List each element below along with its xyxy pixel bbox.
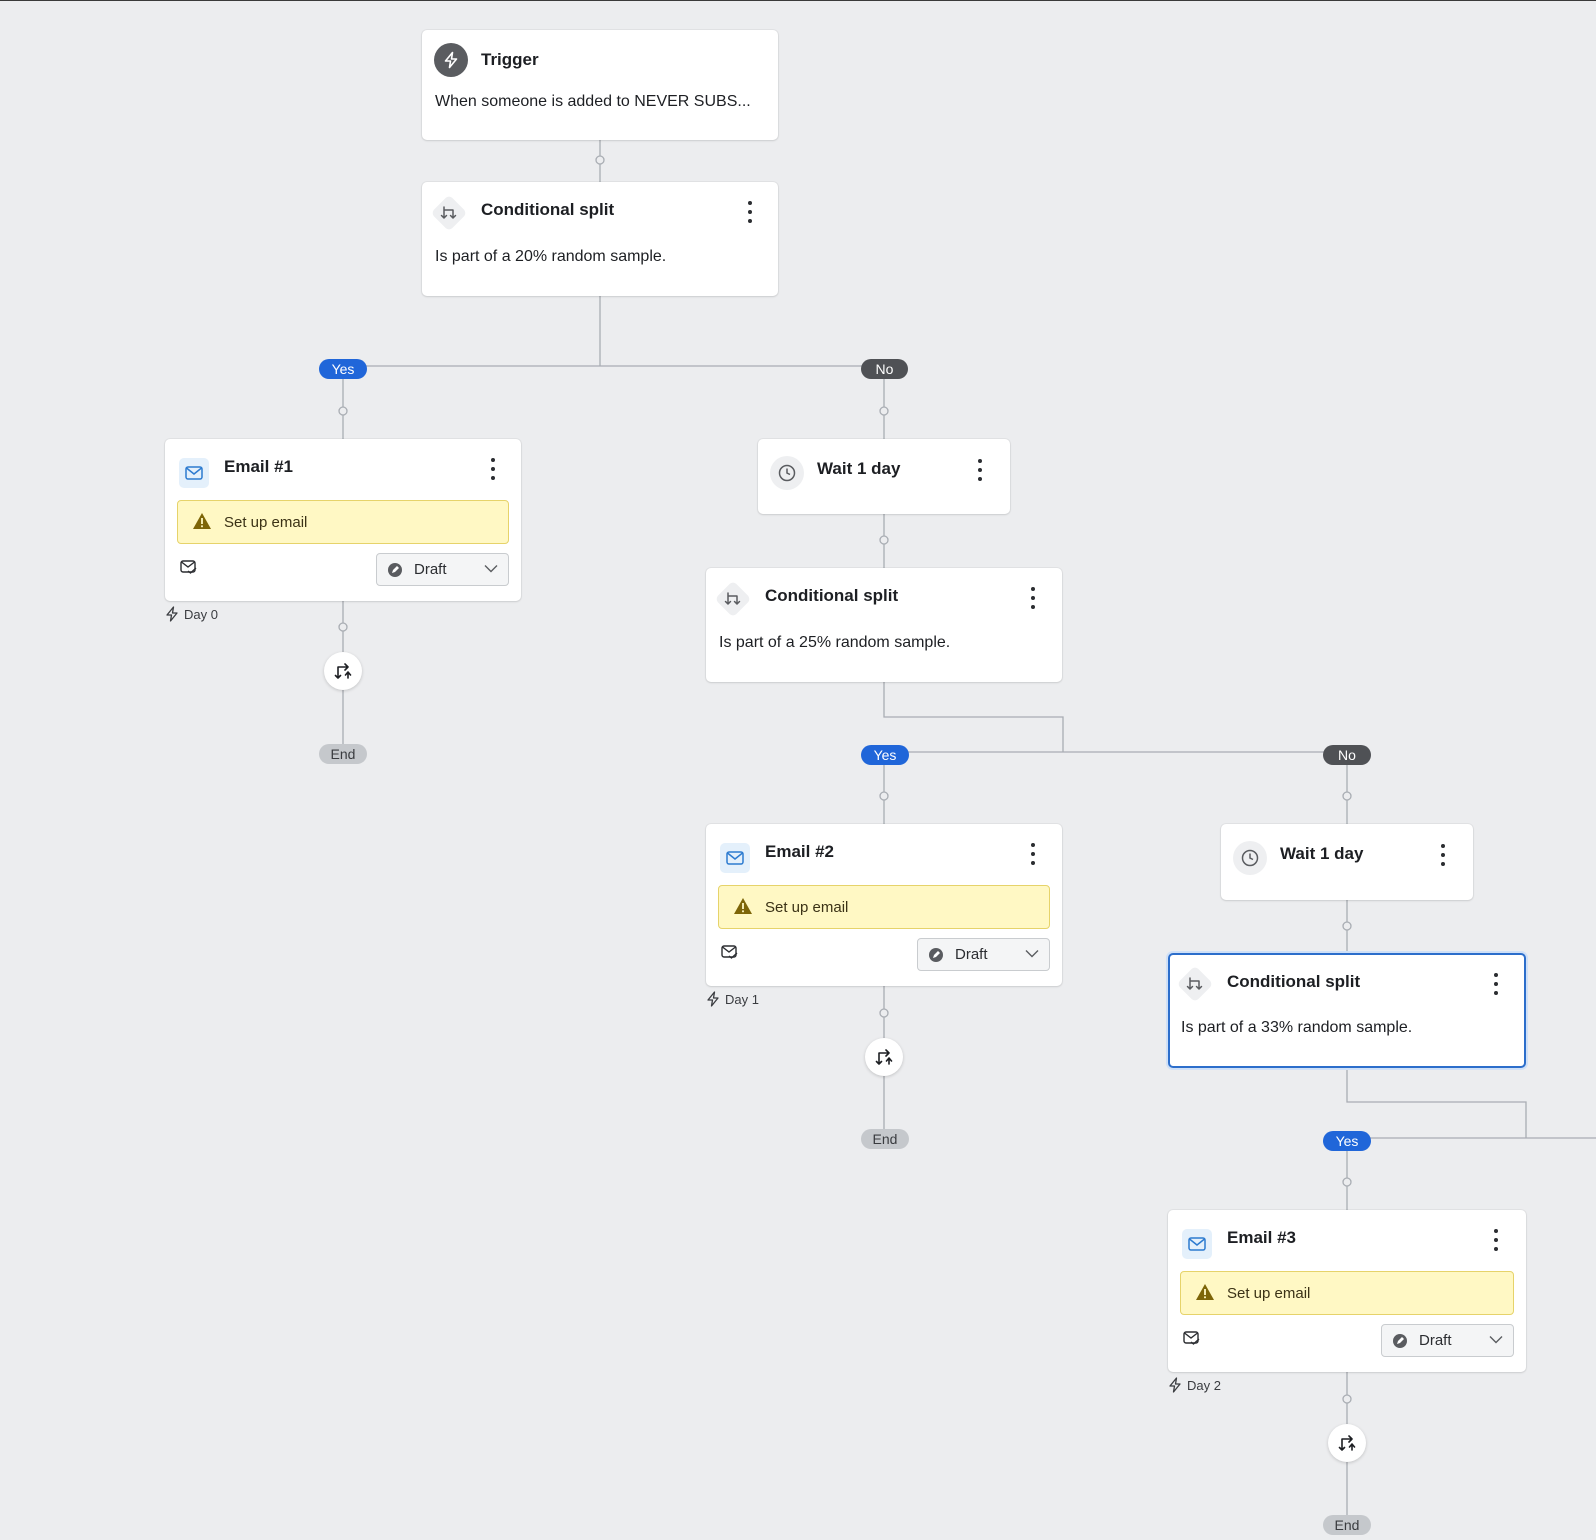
split-description-2: Is part of a 25% random sample. — [719, 634, 951, 651]
email-title-2: Email #2 — [765, 842, 834, 861]
email-sent-icon — [180, 560, 197, 574]
day-label-3: Day 2 — [1168, 1377, 1221, 1393]
add-split-button-2[interactable] — [865, 1038, 903, 1076]
email-title-3: Email #3 — [1227, 1228, 1296, 1247]
more-options-icon[interactable] — [740, 201, 760, 223]
trigger-description: When someone is added to NEVER SUBS... — [435, 93, 751, 110]
warning-text-2: Set up email — [765, 899, 849, 916]
end-label-2: End — [861, 1129, 909, 1149]
branch-arrows-icon — [875, 1049, 893, 1065]
no-branch-label-2: No — [1323, 745, 1371, 765]
warning-text-1: Set up email — [224, 514, 308, 531]
status-value-2: Draft — [955, 946, 988, 963]
yes-branch-label-3: Yes — [1323, 1131, 1371, 1151]
wait-card-1[interactable]: Wait 1 day — [758, 439, 1010, 514]
email-sent-icon — [1183, 1331, 1200, 1345]
split-icon — [724, 592, 741, 605]
add-split-button-3[interactable] — [1328, 1424, 1366, 1462]
warning-icon — [193, 513, 211, 529]
end-label-1: End — [319, 744, 367, 764]
draft-status-icon — [388, 563, 402, 577]
status-value-3: Draft — [1419, 1332, 1452, 1349]
chevron-down-icon — [1489, 1336, 1503, 1344]
conditional-split-card-1[interactable]: Conditional split Is part of a 20% rando… — [422, 182, 778, 296]
yes-branch-label-1: Yes — [319, 359, 367, 379]
lightning-icon — [1169, 1377, 1181, 1393]
status-value-1: Draft — [414, 561, 447, 578]
day-label-1: Day 0 — [165, 606, 218, 622]
clock-icon — [770, 456, 804, 490]
email-card-3[interactable]: Email #3 Set up email Draft — [1168, 1210, 1526, 1372]
day-label-2: Day 1 — [706, 991, 759, 1007]
email-icon — [1182, 1229, 1212, 1259]
more-options-icon[interactable] — [1023, 587, 1043, 609]
conditional-split-card-3[interactable]: Conditional split Is part of a 33% rando… — [1168, 953, 1526, 1068]
setup-email-warning-1[interactable]: Set up email — [177, 500, 509, 544]
email-title-1: Email #1 — [224, 457, 293, 476]
status-dropdown-1[interactable]: Draft — [376, 553, 509, 586]
setup-email-warning-2[interactable]: Set up email — [718, 885, 1050, 929]
wait-title-1: Wait 1 day — [817, 459, 901, 478]
warning-icon — [1196, 1284, 1214, 1300]
email-card-2[interactable]: Email #2 Set up email Draft — [706, 824, 1062, 986]
lightning-icon — [434, 43, 468, 77]
email-icon — [179, 458, 209, 488]
warning-icon — [734, 898, 752, 914]
split-icon — [1186, 977, 1203, 990]
chevron-down-icon — [484, 565, 498, 573]
clock-icon — [1233, 841, 1267, 875]
draft-status-icon — [929, 948, 943, 962]
day-text-3: Day 2 — [1187, 1377, 1221, 1393]
warning-text-3: Set up email — [1227, 1285, 1311, 1302]
email-icon — [720, 843, 750, 873]
status-dropdown-3[interactable]: Draft — [1381, 1324, 1514, 1357]
split-title-1: Conditional split — [481, 200, 615, 219]
branch-arrows-icon — [1338, 1435, 1356, 1451]
trigger-card[interactable]: Trigger When someone is added to NEVER S… — [422, 30, 778, 140]
draft-status-icon — [1393, 1334, 1407, 1348]
yes-branch-label-2: Yes — [861, 745, 909, 765]
email-card-1[interactable]: Email #1 Set up email Draft — [165, 439, 521, 601]
more-options-icon[interactable] — [1486, 1229, 1506, 1251]
wait-card-2[interactable]: Wait 1 day — [1221, 824, 1473, 900]
more-options-icon[interactable] — [1023, 843, 1043, 865]
conditional-split-card-2[interactable]: Conditional split Is part of a 25% rando… — [706, 568, 1062, 682]
lightning-icon — [166, 606, 178, 622]
no-branch-label-1: No — [861, 359, 908, 379]
day-text-2: Day 1 — [725, 991, 759, 1007]
day-text-1: Day 0 — [184, 606, 218, 622]
split-description-3: Is part of a 33% random sample. — [1181, 1019, 1413, 1036]
setup-email-warning-3[interactable]: Set up email — [1180, 1271, 1514, 1315]
lightning-icon — [707, 991, 719, 1007]
chevron-down-icon — [1025, 950, 1039, 958]
wait-title-2: Wait 1 day — [1280, 844, 1364, 863]
more-options-icon[interactable] — [483, 458, 503, 480]
top-border — [0, 0, 1596, 1]
end-label-3: End — [1323, 1515, 1371, 1535]
more-options-icon[interactable] — [1433, 844, 1453, 866]
email-sent-icon — [721, 945, 738, 959]
split-title-2: Conditional split — [765, 586, 899, 605]
split-description-1: Is part of a 20% random sample. — [435, 248, 667, 265]
more-options-icon[interactable] — [970, 459, 990, 481]
split-icon — [440, 206, 457, 219]
more-options-icon[interactable] — [1486, 973, 1506, 995]
add-split-button-1[interactable] — [324, 652, 362, 690]
split-title-3: Conditional split — [1227, 972, 1361, 991]
trigger-title: Trigger — [481, 50, 539, 69]
branch-arrows-icon — [334, 663, 352, 679]
status-dropdown-2[interactable]: Draft — [917, 938, 1050, 971]
